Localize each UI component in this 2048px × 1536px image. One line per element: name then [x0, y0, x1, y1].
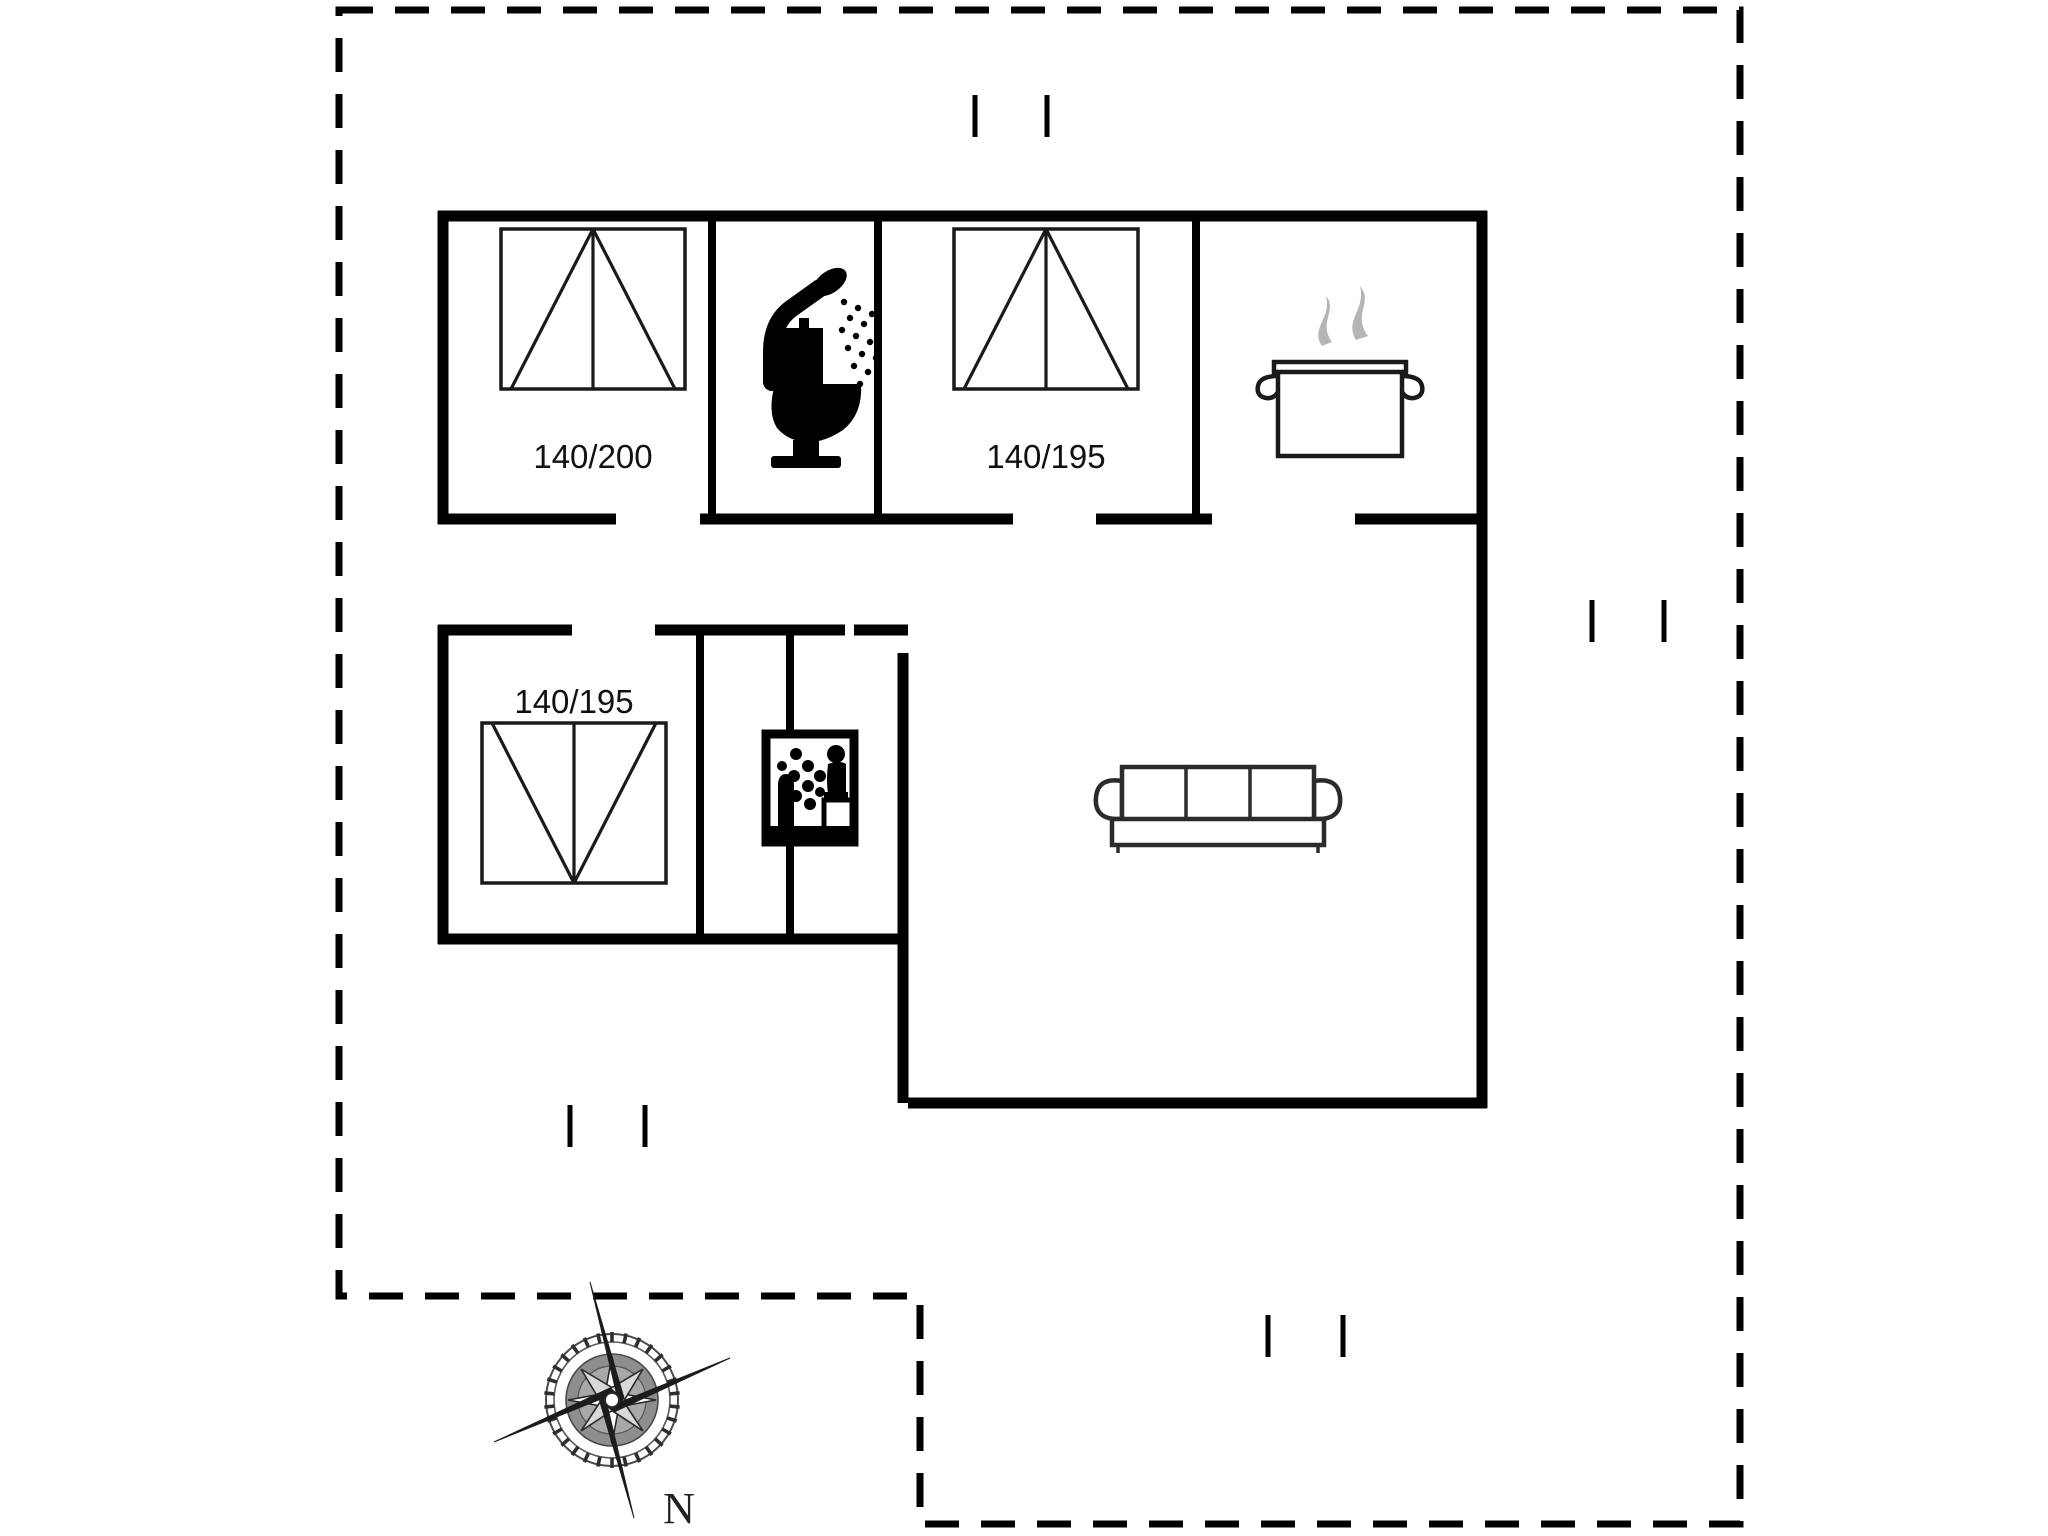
window-mark-bottom [1265, 1315, 1346, 1357]
window-marks-group [567, 95, 1667, 1357]
bed-bedroom-1 [499, 227, 687, 391]
compass-north-label: N [663, 1484, 695, 1533]
bed-label-bedroom-3: 140/195 [514, 683, 633, 720]
lower-wing-walls [437, 624, 908, 945]
property-boundary [335, 6, 1744, 1528]
window-mark-left-lower [567, 1105, 648, 1147]
living-wing-walls [897, 519, 1488, 1109]
bed-label-bedroom-2: 140/195 [986, 438, 1105, 475]
bed-bedroom-2 [952, 227, 1140, 391]
sauna-icon [766, 734, 854, 842]
bed-label-bedroom-1: 140/200 [533, 438, 652, 475]
toilet-icon [771, 318, 862, 468]
upper-block-walls [437, 210, 1488, 525]
compass-rose-icon [492, 1280, 732, 1520]
bed-bedroom-3 [480, 721, 668, 885]
window-mark-top [972, 95, 1050, 137]
window-mark-right-upper [1589, 600, 1667, 642]
sofa-icon [1096, 767, 1340, 853]
cooking-pot-icon [1258, 286, 1423, 456]
